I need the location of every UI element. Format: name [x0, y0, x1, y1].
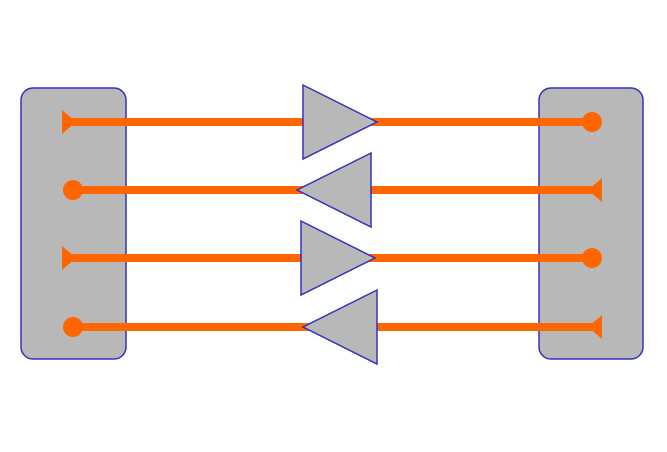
- connection-3: [62, 219, 602, 297]
- left-dot-marker: [63, 180, 83, 200]
- connection-4: [63, 288, 602, 366]
- right-dot-marker: [582, 112, 602, 132]
- connection-2: [63, 151, 602, 229]
- left-triangle-marker: [62, 246, 76, 270]
- buffer-left-icon: [295, 151, 372, 229]
- left-dot-marker: [63, 317, 83, 337]
- right-triangle-marker: [588, 178, 602, 202]
- right-triangle-marker: [588, 315, 602, 339]
- buffer-right-icon: [302, 83, 379, 161]
- buffer-right-icon: [300, 219, 377, 297]
- left-triangle-marker: [62, 110, 76, 134]
- buffer-left-icon: [301, 288, 378, 366]
- right-dot-marker: [582, 248, 602, 268]
- connection-1: [62, 83, 602, 161]
- left-block: [20, 87, 127, 360]
- right-block: [538, 87, 644, 360]
- connections-group: [62, 83, 602, 366]
